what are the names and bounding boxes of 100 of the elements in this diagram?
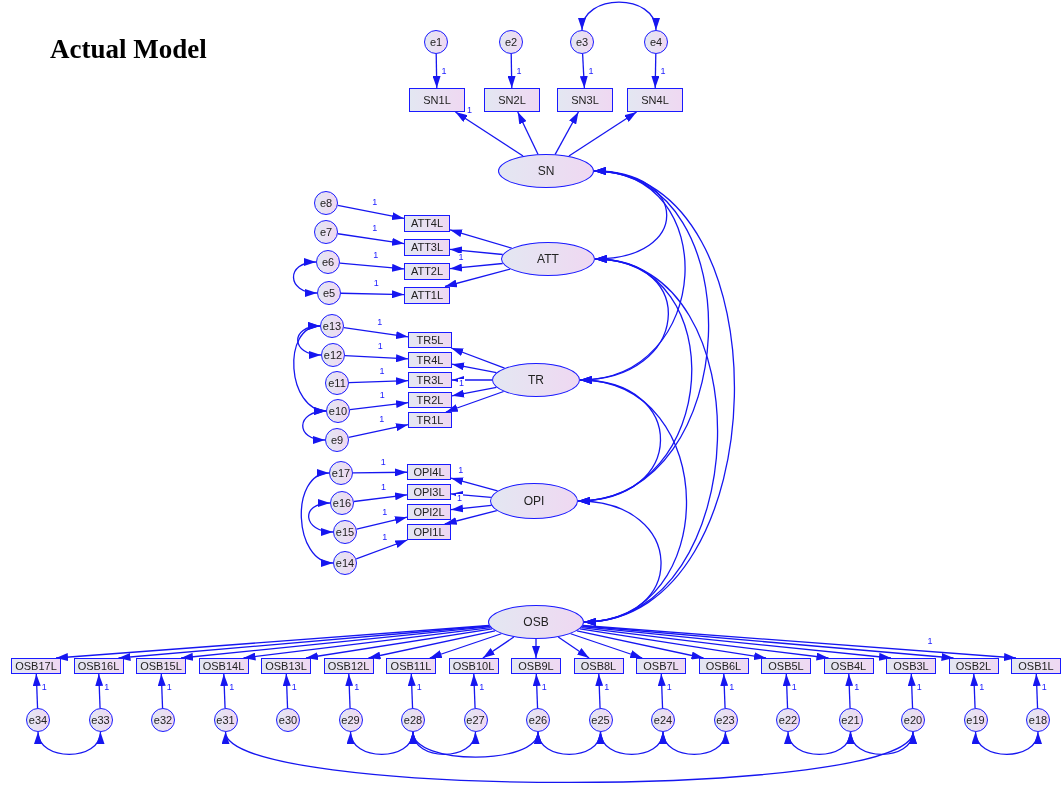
- indicator-box: TR1L: [408, 412, 452, 428]
- edge-label: 1: [372, 278, 380, 288]
- indicator-box: OSB11L: [386, 658, 436, 674]
- arrow: [657, 673, 666, 709]
- arrow: [568, 111, 638, 157]
- covariance-arrow: [580, 1, 658, 31]
- arrow: [355, 539, 408, 560]
- edge-label: 1: [380, 482, 388, 492]
- arrow: [432, 53, 441, 89]
- latent-ellipse: ATT: [501, 242, 595, 276]
- indicator-box: TR3L: [408, 372, 452, 388]
- indicator-box: TR2L: [408, 392, 452, 408]
- arrow: [449, 229, 513, 249]
- indicator-box: SN3L: [557, 88, 613, 112]
- edge-label: 1: [1040, 683, 1048, 693]
- indicator-box: OPI4L: [407, 464, 451, 480]
- indicator-box: SN2L: [484, 88, 540, 112]
- arrow: [348, 423, 409, 439]
- indicator-box: OSB12L: [323, 658, 374, 674]
- covariance-arrow: [308, 500, 334, 535]
- edge-label: 1: [728, 683, 736, 693]
- edge-label: 1: [587, 66, 595, 76]
- indicator-box: OSB6L: [698, 658, 749, 674]
- arrow: [651, 53, 660, 89]
- covariance-arrow: [661, 731, 728, 755]
- edge-label: 1: [381, 533, 389, 543]
- arrow: [576, 630, 705, 660]
- arrow: [220, 673, 229, 709]
- arrow: [445, 390, 505, 413]
- edge-label: 1: [603, 683, 611, 693]
- arrow: [582, 624, 1017, 662]
- edge-label: 1: [915, 683, 923, 693]
- indicator-box: OSB7L: [636, 658, 686, 674]
- edge-label: 1: [378, 415, 386, 425]
- edge-label: 1: [165, 683, 173, 693]
- edge-label: 1: [540, 683, 548, 693]
- arrow: [580, 626, 830, 661]
- arrow: [517, 111, 539, 155]
- edge-label: 1: [440, 66, 448, 76]
- covariance-arrow: [36, 731, 103, 755]
- edge-label: 1: [978, 683, 986, 693]
- arrow: [344, 354, 409, 363]
- indicator-box: OSB3L: [886, 658, 936, 674]
- edge-label: 1: [665, 683, 673, 693]
- edge-label: 1: [376, 317, 384, 327]
- arrow: [532, 673, 541, 709]
- edge-label: 1: [853, 683, 861, 693]
- indicator-box: OSB8L: [573, 658, 624, 674]
- arrow: [340, 290, 405, 299]
- indicator-box: OSB10L: [448, 658, 499, 674]
- arrow: [450, 490, 492, 499]
- indicator-box: SN4L: [627, 88, 683, 112]
- indicator-box: OSB2L: [948, 658, 999, 674]
- arrow: [429, 633, 502, 659]
- arrow: [356, 516, 408, 530]
- indicator-box: OPI3L: [407, 484, 451, 500]
- latent-ellipse: TR: [492, 363, 580, 397]
- arrow: [582, 625, 955, 661]
- arrow: [579, 628, 767, 661]
- indicator-box: OSB9L: [511, 658, 561, 674]
- edge-label: 1: [378, 366, 386, 376]
- arrow: [305, 628, 493, 661]
- arrow: [407, 673, 416, 709]
- edge-label: 1: [379, 457, 387, 467]
- indicator-box: OSB16L: [73, 658, 124, 674]
- covariance-arrow: [300, 471, 334, 565]
- edge-label: 1: [371, 197, 379, 207]
- arrow: [180, 626, 491, 661]
- arrow: [532, 638, 540, 659]
- covariance-arrow: [302, 408, 327, 443]
- edge-label: 1: [415, 683, 423, 693]
- edge-label: 1: [378, 390, 386, 400]
- indicator-box: OPI1L: [407, 524, 451, 540]
- arrow: [444, 509, 498, 525]
- arrow: [55, 624, 490, 662]
- arrow: [450, 477, 499, 492]
- arrow: [450, 504, 493, 513]
- indicator-box: SN1L: [409, 88, 465, 112]
- edge-label: 1: [353, 683, 361, 693]
- covariance-arrow: [848, 731, 915, 755]
- indicator-box: OSB15L: [136, 658, 186, 674]
- arrow: [337, 204, 405, 221]
- arrow: [1032, 673, 1041, 709]
- arrow: [339, 262, 405, 272]
- arrow: [95, 673, 104, 709]
- edge-label: 1: [371, 224, 379, 234]
- arrow: [353, 492, 408, 503]
- arrow: [157, 673, 166, 709]
- latent-ellipse: SN: [498, 154, 594, 188]
- edge-label: 1: [457, 465, 465, 475]
- arrow: [907, 673, 916, 709]
- indicator-box: OSB14L: [198, 658, 249, 674]
- edge-label: 1: [40, 683, 48, 693]
- indicator-box: OPI2L: [407, 504, 451, 520]
- edge-label: 1: [478, 683, 486, 693]
- covariance-arrow: [224, 731, 914, 784]
- arrow: [470, 673, 479, 709]
- indicator-box: TR5L: [408, 332, 452, 348]
- edge-label: 1: [376, 342, 384, 352]
- edge-label: 1: [103, 683, 111, 693]
